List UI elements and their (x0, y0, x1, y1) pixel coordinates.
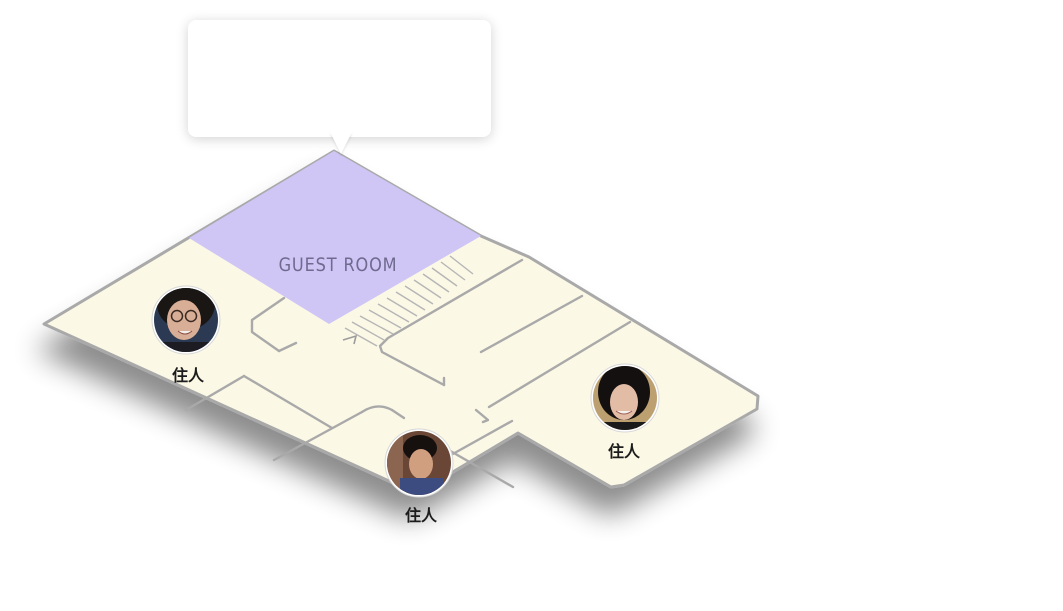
avatar-woman[interactable] (589, 362, 661, 438)
avatar-man[interactable] (383, 427, 455, 502)
guest-room-label: GUEST ROOM (279, 255, 398, 277)
resident-label: 住人 (608, 442, 641, 461)
resident-label: 住人 (172, 366, 205, 385)
tooltip-pointer (330, 132, 352, 154)
resident-marker[interactable]: 住人 (383, 427, 455, 525)
resident-label: 住人 (405, 506, 438, 525)
avatar-woman-glasses[interactable] (150, 278, 222, 362)
staircase (342, 255, 474, 347)
interior-walls (184, 258, 632, 489)
resident-marker[interactable]: 住人 (150, 278, 222, 385)
guest-room[interactable] (189, 151, 481, 324)
info-tooltip (188, 20, 491, 137)
resident-marker[interactable]: 住人 (589, 362, 661, 461)
